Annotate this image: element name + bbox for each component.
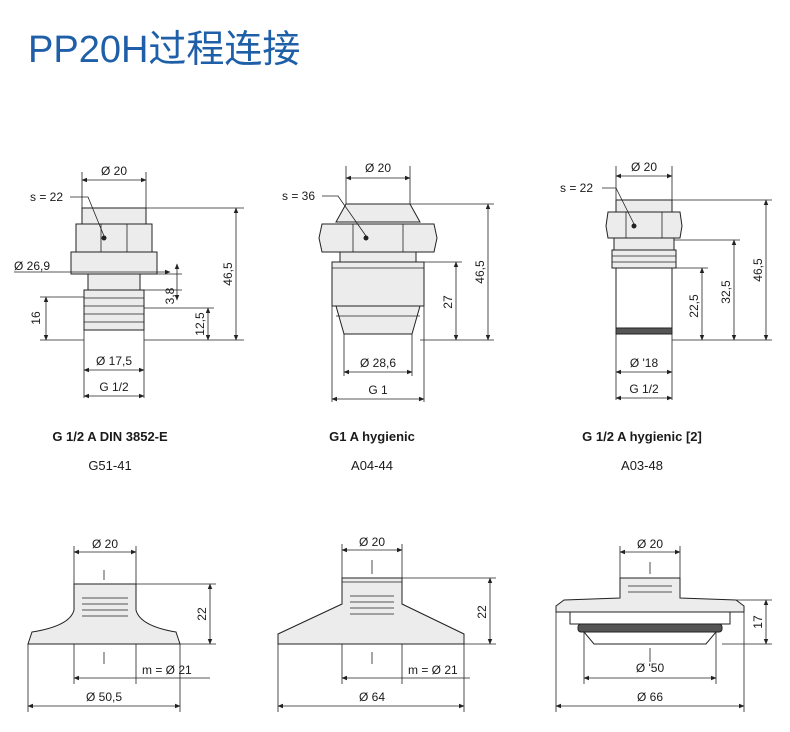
- connection-drawing-g12-hygienic: Ø 20 s = 22 46,5 32,5 22,5 Ø '18 G 1/2: [560, 160, 772, 401]
- caption-g12-din: G 1/2 A DIN 3852-E: [52, 429, 168, 444]
- dim-height: 22: [475, 605, 489, 619]
- connection-drawing-g12-din: Ø 20 s = 22 Ø 26,9 46,5 3,8 12,5: [14, 164, 244, 399]
- dim-s: s = 36: [282, 189, 315, 203]
- dim-thread: G 1: [368, 383, 388, 397]
- dim-d-top: Ø 20: [365, 161, 391, 175]
- dim-h-b: 22,5: [687, 294, 701, 318]
- dim-d-flange: Ø 26,9: [14, 259, 50, 273]
- caption-g12-hygienic: G 1/2 A hygienic [2]: [582, 429, 702, 444]
- connection-drawing-g1-hygienic: Ø 20 s = 36 46,5 27 Ø 28,6 G 1: [282, 161, 494, 402]
- dim-d-base: Ø 66: [637, 690, 663, 704]
- dim-thread: G 1/2: [99, 380, 129, 394]
- adapter-drawing-1: Ø 20 22 m = Ø 21 Ø 50,5: [27, 537, 216, 712]
- dim-d-inner: Ø '50: [636, 661, 665, 675]
- page-title: PP20H过程连接: [28, 29, 301, 71]
- dim-d-base: Ø 64: [359, 690, 385, 704]
- dim-d-tip: Ø 28,6: [360, 356, 396, 370]
- dim-height: 17: [751, 615, 765, 629]
- caption-g1-hygienic: G1 A hygienic: [329, 429, 415, 444]
- dim-d-base: Ø 50,5: [86, 690, 122, 704]
- dim-d-tip: Ø '18: [630, 356, 659, 370]
- dim-h-a: 3,8: [163, 287, 177, 304]
- code-a04-44: A04-44: [351, 458, 393, 473]
- dim-h-total: 46,5: [473, 260, 487, 284]
- dim-thread: G 1/2: [629, 382, 659, 396]
- adapter-drawing-2: Ø 20 22 m = Ø 21 Ø 64: [277, 535, 496, 712]
- dim-d-top: Ø 20: [359, 535, 385, 549]
- dim-d-top: Ø 20: [92, 537, 118, 551]
- dim-h-b: 16: [29, 311, 43, 325]
- dim-s: s = 22: [560, 181, 593, 195]
- dim-h-a: 27: [441, 295, 455, 309]
- dim-s: s = 22: [30, 190, 63, 204]
- dim-height: 22: [195, 607, 209, 621]
- dim-h-total: 46,5: [221, 262, 235, 286]
- dim-d-top: Ø 20: [631, 160, 657, 174]
- dim-d-top: Ø 20: [101, 164, 127, 178]
- dim-d-tip: Ø 17,5: [96, 354, 132, 368]
- dim-m: m = Ø 21: [142, 663, 192, 677]
- adapter-drawing-3: Ø 20 17 Ø '50 Ø 66: [555, 537, 772, 712]
- dim-h-c: 12,5: [193, 312, 207, 336]
- dim-h-a: 32,5: [719, 280, 733, 304]
- code-g51-41: G51-41: [88, 458, 131, 473]
- dim-d-top: Ø 20: [637, 537, 663, 551]
- dim-m: m = Ø 21: [408, 663, 458, 677]
- dim-h-total: 46,5: [751, 258, 765, 282]
- code-a03-48: A03-48: [621, 458, 663, 473]
